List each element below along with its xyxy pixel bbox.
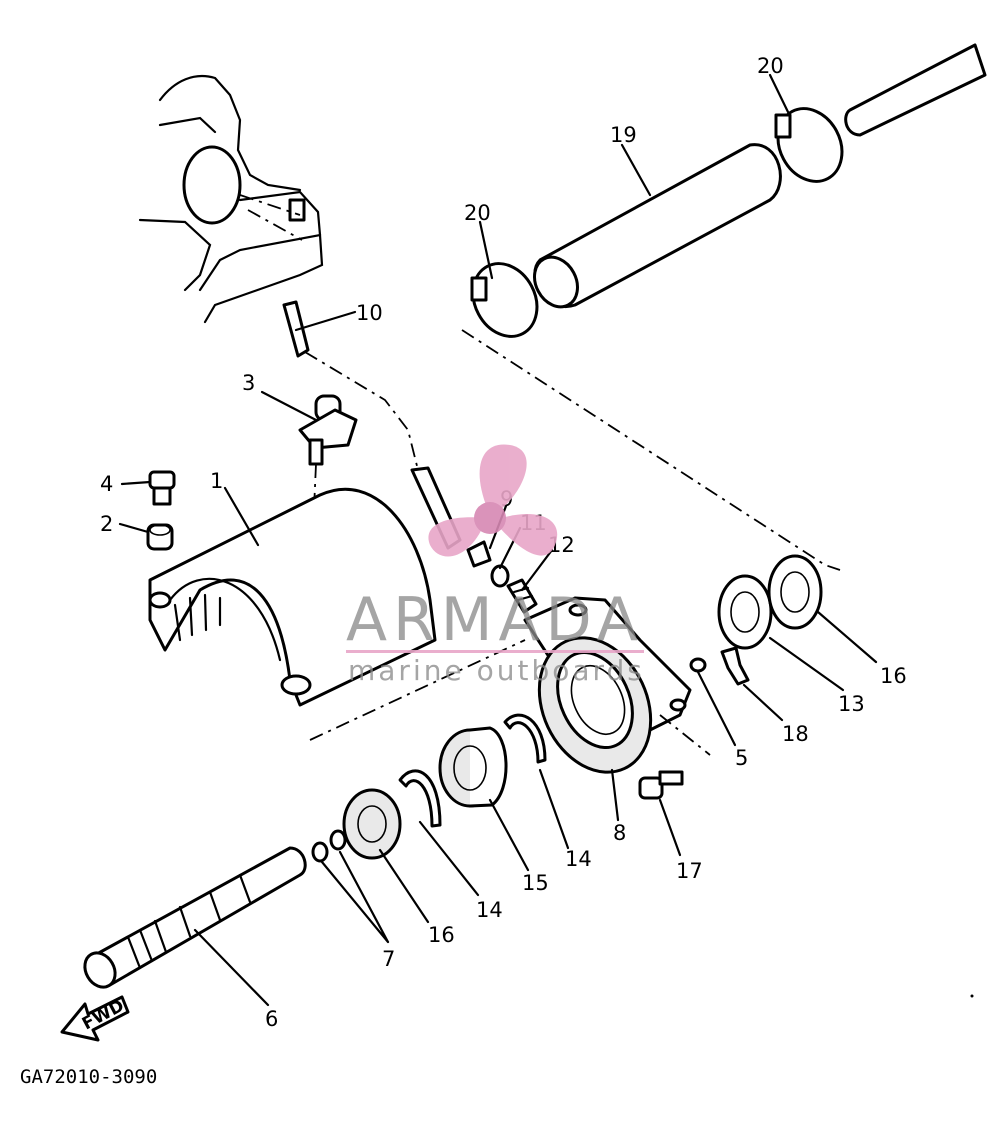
part-13-seal (717, 574, 773, 650)
part-16-seal-left (342, 788, 402, 860)
callout-7: 7 (382, 947, 395, 971)
part-19-tube (533, 143, 782, 309)
callout-14-left: 14 (476, 898, 503, 922)
watermark-name: ARMADA (346, 585, 644, 655)
callout-20-left: 20 (464, 201, 491, 225)
callout-16-left: 16 (428, 923, 455, 947)
callout-18: 18 (782, 722, 809, 746)
engine-block-sketch (138, 74, 324, 324)
propeller-logo-icon (428, 444, 558, 557)
part-4-bolt (148, 470, 176, 506)
callout-2: 2 (100, 512, 113, 536)
callout-17: 17 (676, 859, 703, 883)
callout-8: 8 (613, 821, 626, 845)
callout-19: 19 (610, 123, 637, 147)
callout-13: 13 (838, 692, 865, 716)
part-20-clamp-left (470, 262, 539, 338)
part-14-circlip-right (503, 713, 547, 764)
armada-watermark: ARMADA marine outboards (346, 444, 645, 687)
callout-14-right: 14 (565, 847, 592, 871)
callout-5: 5 (735, 746, 748, 770)
part-9-nipple (466, 540, 492, 568)
callout-1: 1 (210, 469, 223, 493)
part-20-clamp-right (774, 107, 844, 183)
part-2-collar (146, 523, 174, 551)
part-16-seal-right (767, 554, 823, 630)
drive-shaft-end (844, 43, 987, 137)
watermark-underline (346, 650, 644, 653)
part-8-bearing-housing (523, 596, 711, 774)
watermark-tagline: marine outboards (348, 654, 645, 687)
forward-arrow: FWD (60, 995, 130, 1042)
stray-mark (970, 994, 974, 998)
forward-label: FWD (79, 996, 128, 1035)
part-17-bolt (638, 770, 684, 800)
part-18-clip (720, 646, 750, 686)
part-7-orings (311, 829, 347, 863)
callout-20-right: 20 (757, 54, 784, 78)
callout-6: 6 (265, 1007, 278, 1031)
part-14-circlip-left (398, 769, 442, 828)
part-5-pin (689, 657, 707, 673)
part-6-drive-shaft (83, 846, 307, 989)
part-15-bearing (438, 726, 508, 808)
callout-10: 10 (356, 301, 383, 325)
callout-3: 3 (242, 371, 255, 395)
alignment-line-right (461, 329, 841, 571)
callout-15: 15 (522, 871, 549, 895)
callout-16-right: 16 (880, 664, 907, 688)
part-code: GA72010-3090 (20, 1066, 157, 1088)
callout-4: 4 (100, 472, 113, 496)
